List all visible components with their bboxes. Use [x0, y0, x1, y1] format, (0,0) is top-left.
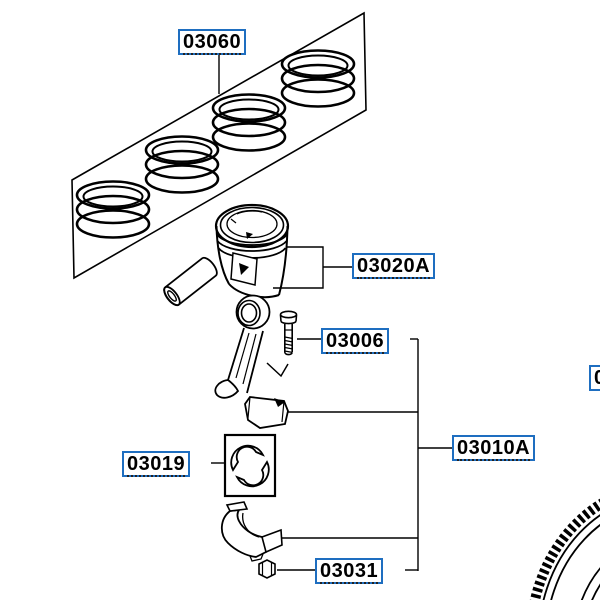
part-number-text: 03020A — [357, 255, 431, 279]
connecting-rod-bolt — [266, 310, 298, 378]
bearing-box-outline — [223, 433, 277, 498]
connecting-rod-cap — [220, 501, 283, 562]
rings-panel-outline — [71, 11, 367, 280]
connecting-rod-bearings — [223, 433, 277, 498]
part-number-text: 03006 — [326, 330, 385, 354]
part-label-03006[interactable]: 03006 — [321, 328, 390, 354]
piston-ring-set — [75, 180, 151, 239]
callout-lines — [211, 53, 452, 571]
part-number-text: 03031 — [320, 560, 379, 584]
part-label-03019[interactable]: 03019 — [122, 451, 191, 477]
part-label-03060[interactable]: 03060 — [178, 29, 247, 55]
piston-ring-set — [280, 49, 356, 108]
piston-arrow-mark — [246, 232, 253, 239]
bearing-shell-lower — [235, 460, 270, 488]
part-number-text: 03019 — [127, 453, 186, 477]
part-label-03020A[interactable]: 03020A — [352, 253, 436, 279]
bearing-shell-upper — [230, 444, 265, 472]
piston-ring-sets-panel — [71, 11, 367, 280]
part-number-text: 03010A — [457, 437, 531, 461]
piston — [214, 203, 290, 299]
part-number-text: 0 — [594, 367, 600, 389]
part-label-03010A[interactable]: 03010A — [452, 435, 536, 461]
connecting-rod-nut — [258, 559, 276, 579]
bolt-position-mark — [266, 362, 289, 378]
part-label-edge-partial[interactable]: 0 — [589, 365, 600, 391]
piston-ring-set — [144, 135, 220, 194]
part-number-text: 03060 — [183, 31, 242, 55]
rod-bolt-boss — [214, 379, 240, 399]
piston-pin — [163, 256, 218, 307]
bracket-03020A — [273, 246, 324, 289]
part-label-03031[interactable]: 03031 — [315, 558, 384, 584]
piston-ring-set — [211, 93, 287, 152]
connecting-rod — [214, 294, 289, 429]
